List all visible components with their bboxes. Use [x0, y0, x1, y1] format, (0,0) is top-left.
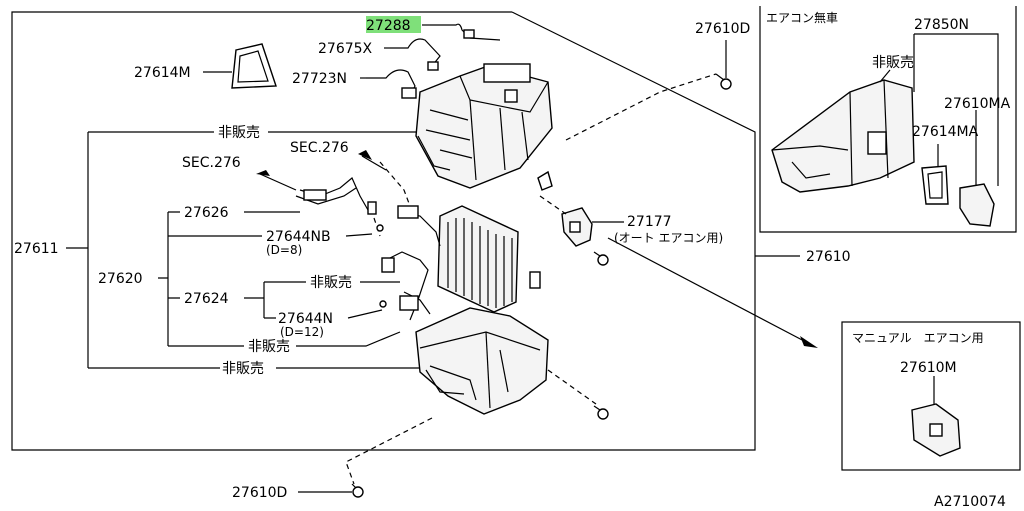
- label-auto-aircon: (オート エアコン用): [614, 231, 723, 245]
- guide-1: [379, 161, 411, 207]
- label-27644nb: 27644NB: [266, 229, 331, 245]
- bolt-low: [593, 405, 609, 420]
- leader-27850n: [913, 33, 999, 186]
- label-hihanbai-3: 非販売: [248, 339, 290, 355]
- bracket-27624: [263, 281, 400, 319]
- pipes: [295, 177, 541, 321]
- arrow-to-manual: [607, 237, 807, 343]
- label-27723n: 27723N: [292, 71, 347, 87]
- resistor-manual: [911, 403, 961, 457]
- label-27610: 27610: [806, 249, 851, 265]
- leader-27644nb: [345, 233, 373, 237]
- diagram-code: A2710074: [934, 494, 1006, 510]
- arrow-sec276-left: [256, 170, 297, 191]
- label-d8: (D=8): [266, 243, 302, 257]
- label-27614ma: 27614MA: [912, 124, 979, 140]
- evaporator-core: [437, 205, 519, 313]
- guide-3: [547, 369, 597, 405]
- label-27675x: 27675X: [318, 41, 373, 57]
- label-27626: 27626: [184, 205, 229, 221]
- label-27620: 27620: [98, 271, 143, 287]
- label-hihanbai-5: 非販売: [872, 55, 914, 71]
- resistor-auto: [561, 207, 593, 247]
- highlight-27288: [366, 16, 421, 33]
- label-d12: (D=12): [280, 325, 324, 339]
- arrow-sec276-right: [358, 150, 387, 171]
- label-27614m: 27614M: [134, 65, 191, 81]
- label-27610d-top: 27610D: [695, 21, 750, 37]
- label-27644n: 27644N: [278, 311, 333, 327]
- label-sec276-a: SEC.276: [290, 140, 349, 156]
- bolt-bottom: [351, 483, 364, 498]
- leader-hihanbai-inset: [879, 69, 891, 83]
- oring-2: [379, 300, 387, 308]
- bolt-mid: [593, 251, 609, 266]
- label-sec276-b: SEC.276: [182, 155, 241, 171]
- lower-housing: [415, 307, 549, 415]
- bracket-27620: [158, 211, 401, 347]
- label-27611: 27611: [14, 241, 59, 257]
- gasket-part: [231, 43, 277, 89]
- sensor-wires: [366, 23, 501, 99]
- label-27850n: 27850N: [914, 17, 969, 33]
- label-hihanbai-2: 非販売: [310, 275, 352, 291]
- inset-frame-manual: [841, 321, 1021, 471]
- gasket-ma: [921, 165, 949, 205]
- bracket-27611: [66, 131, 420, 369]
- inset-frame-no-aircon: [759, 6, 1017, 233]
- label-27610m: 27610M: [900, 360, 957, 376]
- label-27624: 27624: [184, 291, 229, 307]
- oring-1: [376, 224, 384, 232]
- label-27288: 27288: [366, 18, 411, 34]
- label-27610d-bottom: 27610D: [232, 485, 287, 501]
- guide-4: [345, 417, 433, 485]
- label-27177: 27177: [627, 214, 672, 230]
- arrow-head-manual: [800, 336, 818, 348]
- label-hihanbai-1: 非販売: [218, 125, 260, 141]
- label-aircon-nashi: エアコン無車: [766, 10, 838, 25]
- clip: [537, 170, 553, 191]
- blower-duct: [771, 79, 915, 193]
- label-27610ma: 27610MA: [944, 96, 1011, 112]
- upper-housing: [415, 63, 553, 189]
- resistor-ma: [959, 183, 995, 227]
- bolt-top: [715, 73, 732, 90]
- guide-top: [565, 73, 717, 141]
- label-manual-aircon: マニュアル エアコン用: [852, 331, 984, 345]
- label-hihanbai-4: 非販売: [222, 361, 264, 377]
- guide-2: [539, 195, 567, 215]
- main-frame: [11, 11, 756, 451]
